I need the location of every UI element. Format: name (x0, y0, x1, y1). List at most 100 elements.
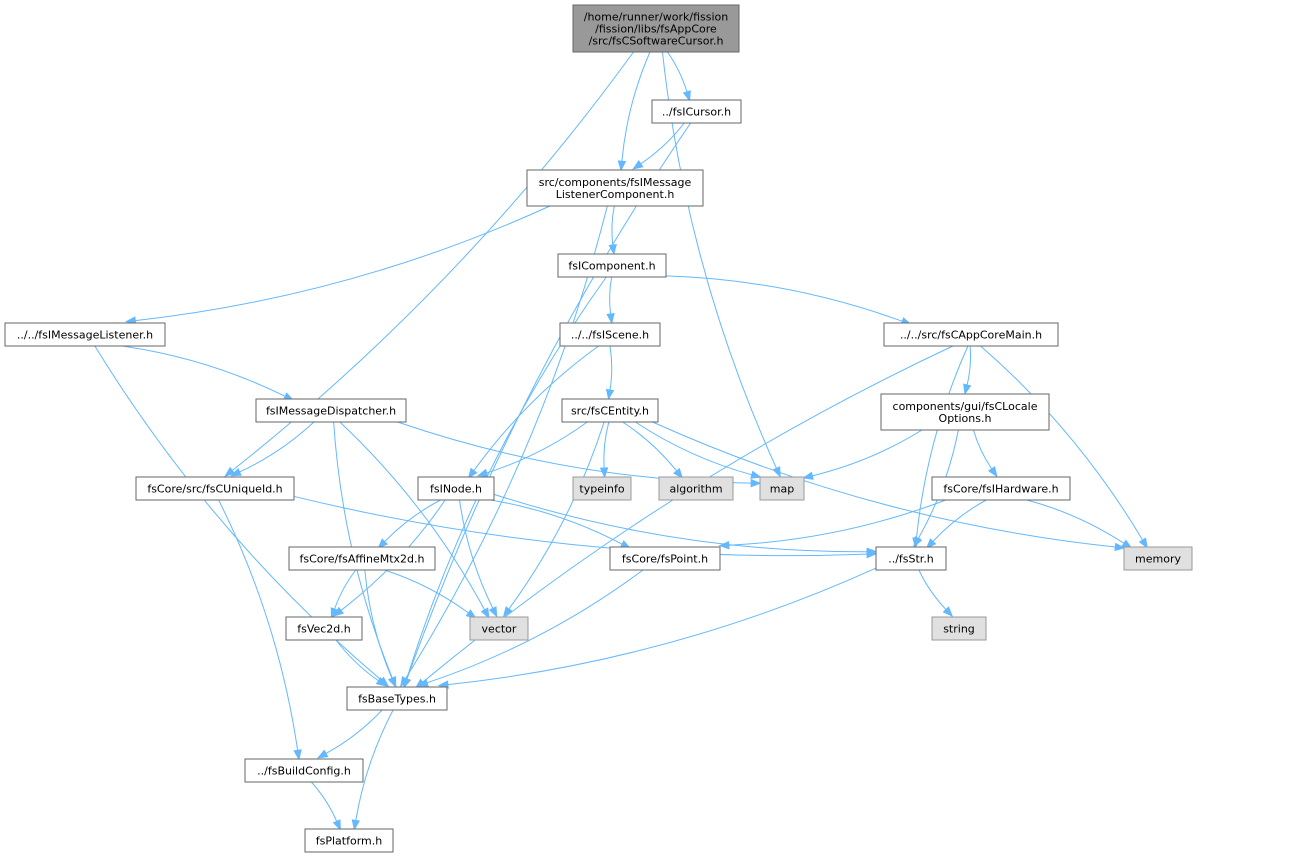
node-affine-box (288, 546, 436, 571)
node-vector-label-line-0: vector (482, 623, 517, 636)
node-entity-box (561, 398, 659, 423)
node-map-label-line-0: map (770, 483, 794, 496)
node-platform-box (304, 828, 394, 853)
edge-inode-to-vector (459, 499, 494, 609)
edge-msglistener-to-dispatcher (122, 345, 286, 397)
node-hardware-box (931, 476, 1071, 501)
arrowhead-entity-to-inode (476, 468, 489, 477)
arrowhead-scene-to-inode (467, 467, 478, 480)
header-nodes: /home/runner/work/fission/fission/libs/f… (4, 4, 1193, 853)
arrowhead-vec2d-to-basetypes (375, 677, 388, 687)
edge-scene-to-entity (609, 345, 613, 391)
edge-hardware-to-memory (1026, 499, 1125, 544)
edge-entity-to-memory (652, 421, 1116, 548)
node-msglistener[interactable]: ../../fsIMessageListener.h (4, 322, 166, 347)
arrowhead-mlc-to-component (608, 244, 617, 256)
node-buildconfig[interactable]: ../fsBuildConfig.h (244, 758, 364, 783)
edge-basetypes-to-buildconfig (325, 709, 383, 754)
arrowhead-scene-to-entity (605, 388, 615, 401)
node-typeinfo-label-line-0: typeinfo (579, 483, 624, 496)
node-hardware[interactable]: fsCore/fsIHardware.h (931, 476, 1071, 501)
dependency-edges (94, 51, 1148, 831)
edge-uniqueid-to-buildconfig (218, 499, 299, 751)
arrowhead-dispatcher-to-map (750, 478, 762, 488)
node-memory: memory (1123, 546, 1193, 571)
node-uniqueid[interactable]: fsCore/src/fsCUniqueId.h (135, 476, 295, 501)
edge-uniqueid-to-str (293, 495, 868, 557)
node-vector: vector (469, 616, 529, 641)
node-component-label-line-0: fsIComponent.h (568, 260, 655, 273)
node-root-box (572, 4, 740, 53)
node-entity[interactable]: src/fsCEntity.h (561, 398, 659, 423)
node-inode-label-line-0: fsINode.h (430, 483, 482, 496)
node-platform-label-line-0: fsPlatform.h (316, 835, 382, 848)
node-appcoremain-box (883, 322, 1059, 347)
node-locale-label-line-1: Options.h (939, 412, 992, 425)
edge-affine-to-vec2d (334, 569, 357, 610)
node-mlc-label-line-0: src/components/fsIMessage (539, 176, 692, 189)
node-inode[interactable]: fsINode.h (417, 476, 495, 501)
node-basetypes[interactable]: fsBaseTypes.h (346, 686, 448, 711)
edge-root-to-cursor (667, 51, 688, 93)
node-string-label-line-0: string (943, 623, 975, 636)
arrowhead-entity-to-typeinfo (599, 467, 609, 479)
node-dispatcher[interactable]: fsIMessageDispatcher.h (255, 398, 407, 423)
node-component-box (557, 253, 667, 278)
edge-vec2d-to-basetypes (335, 639, 379, 682)
node-str[interactable]: ../fsStr.h (875, 546, 947, 571)
node-affine-label-line-0: fsCore/fsAffineMtx2d.h (299, 553, 424, 566)
arrowhead-inode-to-vector (488, 606, 498, 618)
edge-entity-to-algorithm (622, 421, 678, 472)
node-buildconfig-box (244, 758, 364, 783)
arrowhead-locale-to-map (802, 471, 814, 480)
edge-inode-to-affine (384, 499, 441, 542)
node-point[interactable]: fsCore/fsPoint.h (609, 546, 721, 571)
node-entity-label-line-0: src/fsCEntity.h (571, 405, 649, 418)
node-scene[interactable]: ../../fsIScene.h (559, 322, 661, 347)
arrowhead-locale-to-hardware (987, 466, 998, 478)
node-point-label-line-0: fsCore/fsPoint.h (622, 553, 708, 566)
node-msglistener-box (4, 322, 166, 347)
node-string: string (931, 616, 987, 641)
node-algorithm-box (658, 476, 734, 501)
edge-affine-to-basetypes (364, 569, 393, 679)
arrowhead-dispatcher-to-uniqueid (230, 467, 242, 477)
node-dispatcher-label-line-0: fsIMessageDispatcher.h (266, 405, 396, 418)
node-root-label-line-2: /src/fsCSoftwareCursor.h (589, 35, 724, 48)
node-locale-label-line-0: components/gui/fsCLocale (893, 400, 1038, 413)
edge-inode-to-str (493, 493, 868, 553)
edge-inode-to-point (490, 499, 623, 545)
node-affine[interactable]: fsCore/fsAffineMtx2d.h (288, 546, 436, 571)
node-appcoremain[interactable]: ../../src/fsCAppCoreMain.h (883, 322, 1059, 347)
arrowhead-inode-to-str (866, 547, 878, 556)
arrowhead-cursor-to-mlc (632, 160, 644, 170)
edge-mlc-to-msglistener (135, 205, 551, 322)
node-vec2d[interactable]: fsVec2d.h (285, 616, 363, 641)
node-cursor[interactable]: ../fsICursor.h (651, 99, 742, 124)
node-root[interactable]: /home/runner/work/fission/fission/libs/f… (572, 4, 740, 53)
node-mlc[interactable]: src/components/fsIMessageListenerCompone… (526, 169, 704, 207)
edge-locale-to-hardware (972, 429, 993, 470)
node-buildconfig-label-line-0: ../fsBuildConfig.h (257, 765, 351, 778)
node-str-label-line-0: ../fsStr.h (888, 553, 934, 566)
edge-mlc-to-component (611, 205, 615, 246)
arrowhead-entity-to-memory (1114, 542, 1126, 552)
arrowhead-basetypes-to-platform (351, 819, 361, 831)
arrowhead-root-to-cursor (682, 90, 691, 102)
node-vec2d-box (285, 616, 363, 641)
node-uniqueid-label-line-0: fsCore/src/fsCUniqueId.h (147, 483, 282, 496)
edge-basetypes-to-platform (355, 709, 394, 821)
node-component[interactable]: fsIComponent.h (557, 253, 667, 278)
arrowhead-component-to-basetypes (402, 677, 411, 689)
node-inode-box (417, 476, 495, 501)
arrowhead-affine-to-vec2d (330, 607, 339, 619)
edge-str-to-string (918, 569, 947, 610)
edge-affine-to-vector (384, 569, 469, 614)
arrowhead-str-to-string (942, 606, 954, 618)
edge-entity-to-map (635, 421, 752, 476)
node-platform[interactable]: fsPlatform.h (304, 828, 394, 853)
edge-point-to-basetypes (426, 569, 644, 684)
edge-str-to-basetypes (447, 567, 877, 686)
node-locale-box (880, 393, 1050, 431)
